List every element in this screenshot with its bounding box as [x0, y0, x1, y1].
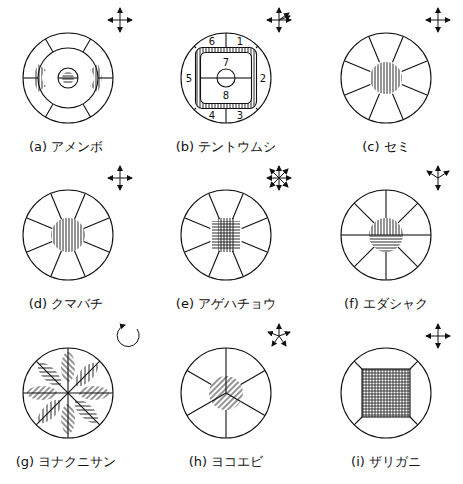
callout-number: 6	[209, 36, 215, 47]
callout-number: 5	[186, 73, 192, 84]
callout-number: 1	[237, 36, 243, 47]
callout-number: 2	[260, 73, 266, 84]
callout-number: 7	[223, 57, 229, 68]
figure-caption: (d) クマバチ	[29, 297, 104, 311]
figure-caption: (h) ヨコエビ	[189, 455, 264, 469]
callout-number: 8	[223, 90, 229, 101]
figure-caption: (a) アメンボ	[29, 140, 103, 154]
figure-caption: (i) ザリガニ	[351, 455, 421, 469]
callout-number: 3	[237, 110, 243, 121]
callout-number: 4	[209, 110, 215, 121]
figure-caption: (e) アゲハチョウ	[176, 297, 276, 311]
figure-caption: (b) テントウムシ	[176, 140, 277, 154]
figure-caption: (c) セミ	[362, 140, 409, 154]
figure-caption: (f) エダシャク	[344, 297, 428, 311]
figure-caption: (g) ヨナクニサン	[16, 455, 117, 469]
